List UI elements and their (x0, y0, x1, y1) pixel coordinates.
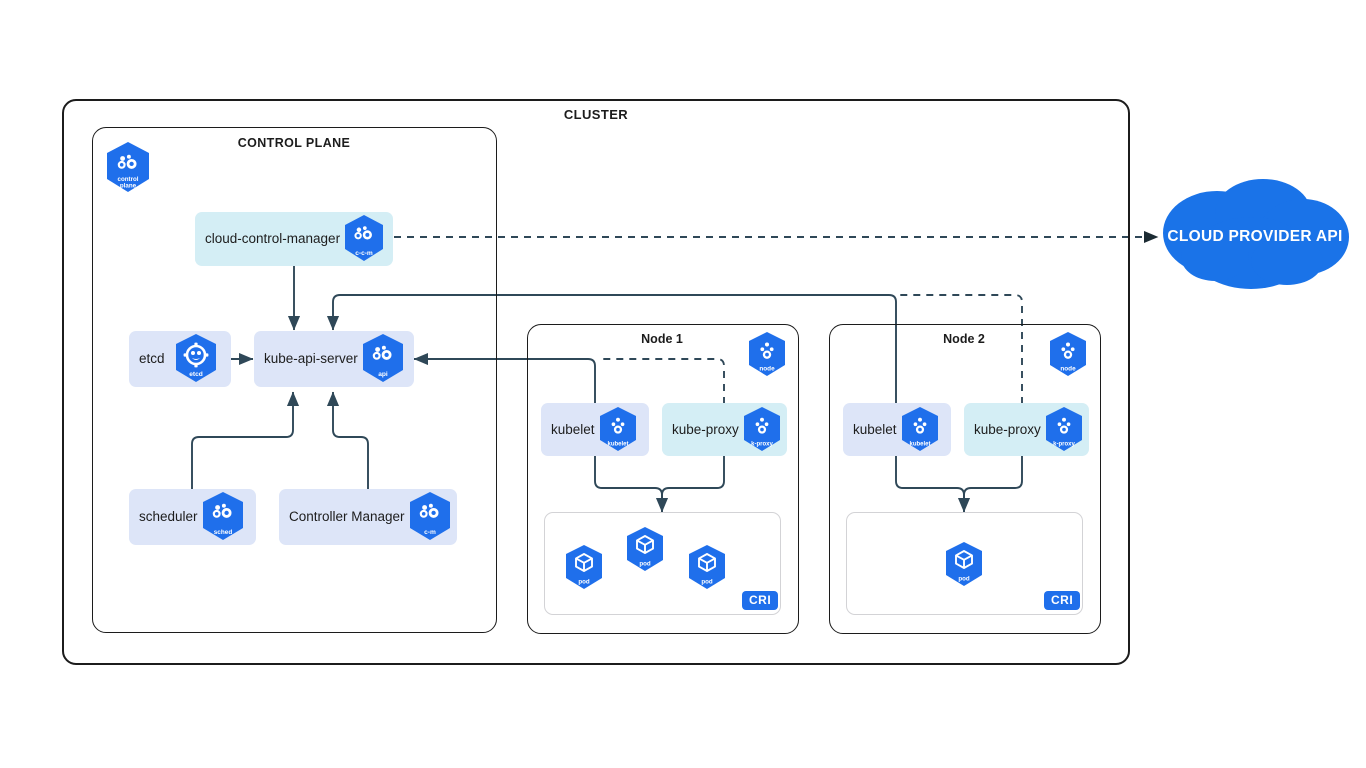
api-icon-text: api (378, 371, 388, 378)
node-1-kube-proxy-icon-text: k-proxy (751, 441, 773, 447)
node-2-boundary (829, 324, 1101, 634)
node-2-container-runtime (846, 512, 1083, 615)
node-2-component-kubelet[interactable]: kubelet kubelet (843, 403, 951, 456)
cluster-title: CLUSTER (563, 107, 629, 122)
controller-manager-icon: c-m (405, 490, 455, 544)
node-1-boundary (527, 324, 799, 634)
cloud-control-manager-label: cloud-control-manager (205, 231, 341, 247)
node-1-pod-2[interactable]: pod (622, 525, 668, 580)
node-1-kube-proxy-label: kube-proxy (672, 421, 739, 437)
control-plane-icon: control plane (102, 140, 154, 201)
node-1-component-kube-proxy[interactable]: kube-proxy k-proxy (662, 403, 787, 456)
component-cloud-control-manager[interactable]: cloud-control-manager c-c-m (195, 212, 393, 266)
node-1-kubelet-label: kubelet (551, 421, 595, 437)
etcd-icon-text: etcd (189, 371, 203, 378)
node-1-pod-3-label: pod (701, 579, 713, 586)
node-2-component-kube-proxy[interactable]: kube-proxy k-proxy (964, 403, 1089, 456)
ccm-icon-text: c-c-m (355, 250, 373, 257)
node-1-pod-3[interactable]: pod (684, 543, 730, 598)
etcd-icon: etcd (171, 332, 221, 386)
node-1-icon-text: node (759, 366, 775, 373)
cluster-boundary (62, 99, 1130, 665)
scheduler-icon-text: sched (213, 529, 232, 536)
node-1-pod-1[interactable]: pod (561, 543, 607, 598)
node-2-kube-proxy-label: kube-proxy (974, 421, 1041, 437)
node-1-node-icon: node (744, 330, 790, 385)
node-2-kube-proxy-icon: k-proxy (1041, 405, 1087, 455)
node-2-kubelet-icon-text: kubelet (909, 441, 930, 447)
controller-manager-label: Controller Manager (289, 509, 405, 525)
controller-manager-icon-text: c-m (424, 529, 436, 536)
node-2-kube-proxy-icon-text: k-proxy (1053, 441, 1075, 447)
node-1-component-kubelet[interactable]: kubelet kubelet (541, 403, 649, 456)
kube-api-server-label: kube-api-server (264, 351, 358, 367)
node-2-node-icon: node (1045, 330, 1091, 385)
api-icon: api (358, 332, 408, 386)
node-2-pod-1[interactable]: pod (941, 540, 987, 595)
control-plane-icon-line1: control (118, 176, 139, 183)
node-2-title: Node 2 (943, 332, 985, 346)
scheduler-icon: sched (198, 490, 248, 544)
node-1-pod-2-label: pod (639, 561, 651, 568)
control-plane-title: CONTROL PLANE (237, 136, 351, 150)
node-1-title: Node 1 (641, 332, 683, 346)
node-2-icon-text: node (1060, 366, 1076, 373)
node-2-kubelet-icon: kubelet (897, 405, 943, 455)
node-2-cri-badge: CRI (1044, 591, 1081, 610)
node-2-kubelet-label: kubelet (853, 421, 897, 437)
component-scheduler[interactable]: scheduler sched (129, 489, 256, 545)
component-controller-manager[interactable]: Controller Manager c-m (279, 489, 457, 545)
control-plane-boundary (92, 127, 497, 633)
node-1-kube-proxy-icon: k-proxy (739, 405, 785, 455)
cloud-provider-api-label: CLOUD PROVIDER API (1167, 228, 1343, 245)
component-kube-api-server[interactable]: kube-api-server api (254, 331, 414, 387)
node-1-kubelet-icon: kubelet (595, 405, 641, 455)
ccm-icon: c-c-m (340, 213, 388, 265)
control-plane-icon-line2: plane (120, 182, 137, 189)
node-2-pod-1-label: pod (958, 576, 970, 583)
component-etcd[interactable]: etcd etcd (129, 331, 231, 387)
node-1-kubelet-icon-text: kubelet (607, 441, 628, 447)
node-1-pod-1-label: pod (578, 579, 590, 586)
cloud-provider-api[interactable] (1155, 175, 1355, 305)
node-1-cri-badge: CRI (742, 591, 779, 610)
scheduler-label: scheduler (139, 509, 198, 525)
etcd-label: etcd (139, 351, 165, 367)
